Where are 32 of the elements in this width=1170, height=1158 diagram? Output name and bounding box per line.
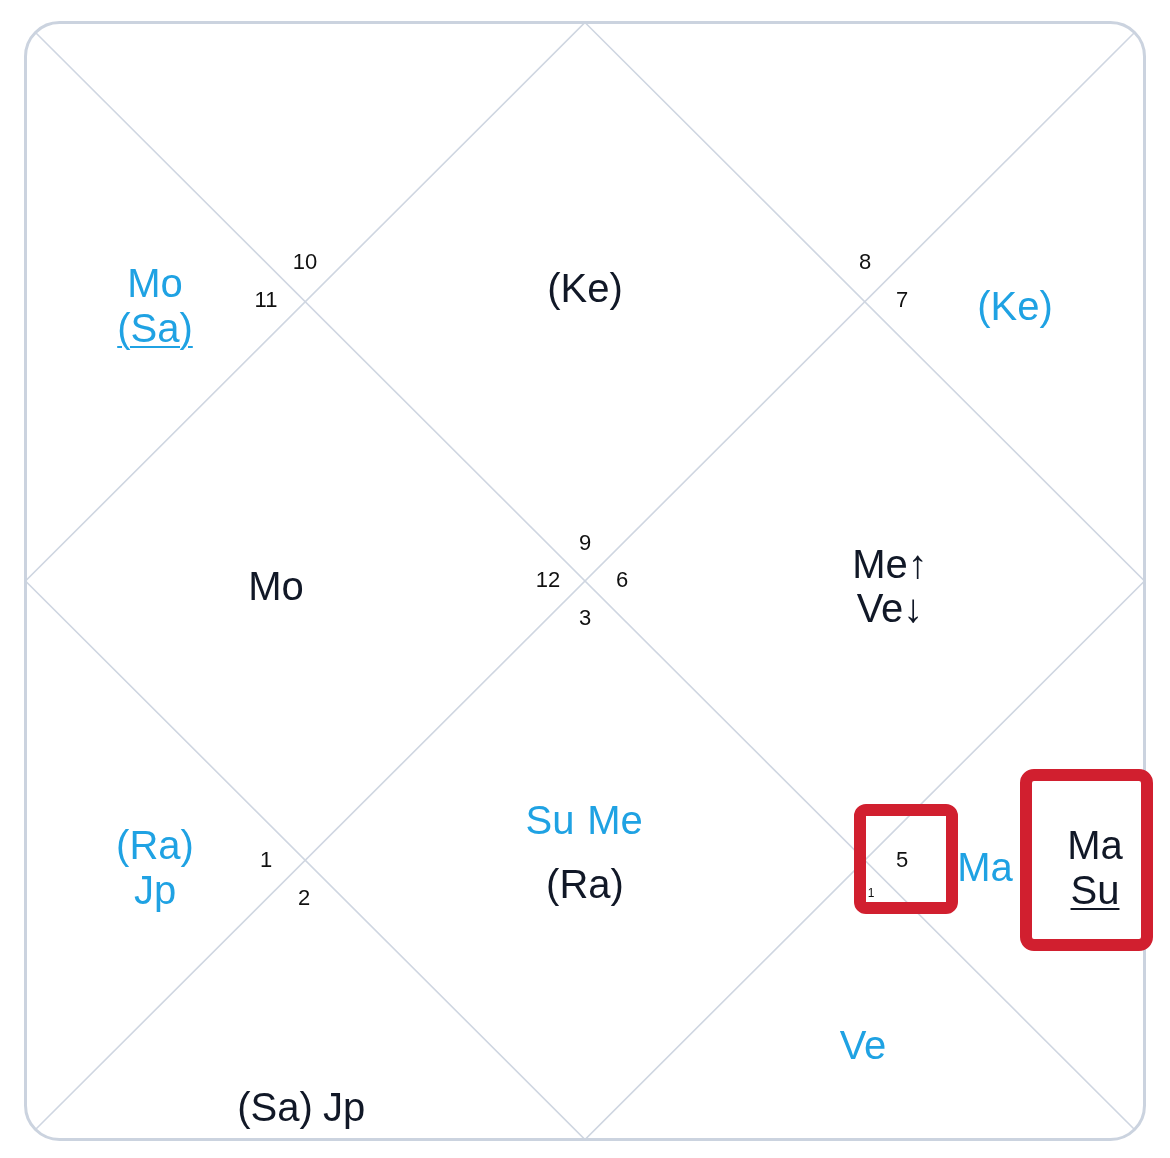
house-number: 9: [578, 532, 592, 554]
planet-label: Su: [525, 800, 575, 840]
planet-label: Ma: [1067, 825, 1123, 865]
digit-fragment: 1: [867, 887, 875, 899]
highlight-frame: [854, 804, 958, 914]
planet-label: Ve: [839, 1025, 887, 1065]
planet-label: (Sa): [237, 1087, 313, 1127]
house-number: 7: [895, 289, 909, 311]
planet-label: Su: [1070, 870, 1120, 910]
planet-label: Me: [587, 800, 643, 840]
house-number: 10: [292, 251, 318, 273]
planet-label: (Ra): [546, 864, 624, 904]
house-number: 1: [259, 849, 273, 871]
house-number: 3: [578, 607, 592, 629]
planet-label: Mo: [127, 263, 183, 303]
planet-label: (Ra): [116, 825, 194, 865]
planet-label: (Sa): [117, 308, 193, 348]
house-number: 6: [615, 569, 629, 591]
planet-label: Ma: [957, 847, 1013, 887]
house-number: 2: [297, 887, 311, 909]
planet-label: (Ke): [547, 268, 623, 308]
house-number: 12: [535, 569, 561, 591]
house-number: 11: [254, 289, 278, 311]
house-number: 8: [858, 251, 872, 273]
planet-label: (Ke): [977, 286, 1053, 326]
planet-label: Me↑: [852, 544, 928, 584]
house-number: 5: [895, 849, 909, 871]
planet-label: Jp: [322, 1087, 366, 1127]
planet-label: Jp: [133, 870, 177, 910]
planet-label: Ve↓: [856, 588, 924, 628]
highlight-frame: [1020, 769, 1153, 951]
planet-label: Mo: [248, 566, 304, 606]
